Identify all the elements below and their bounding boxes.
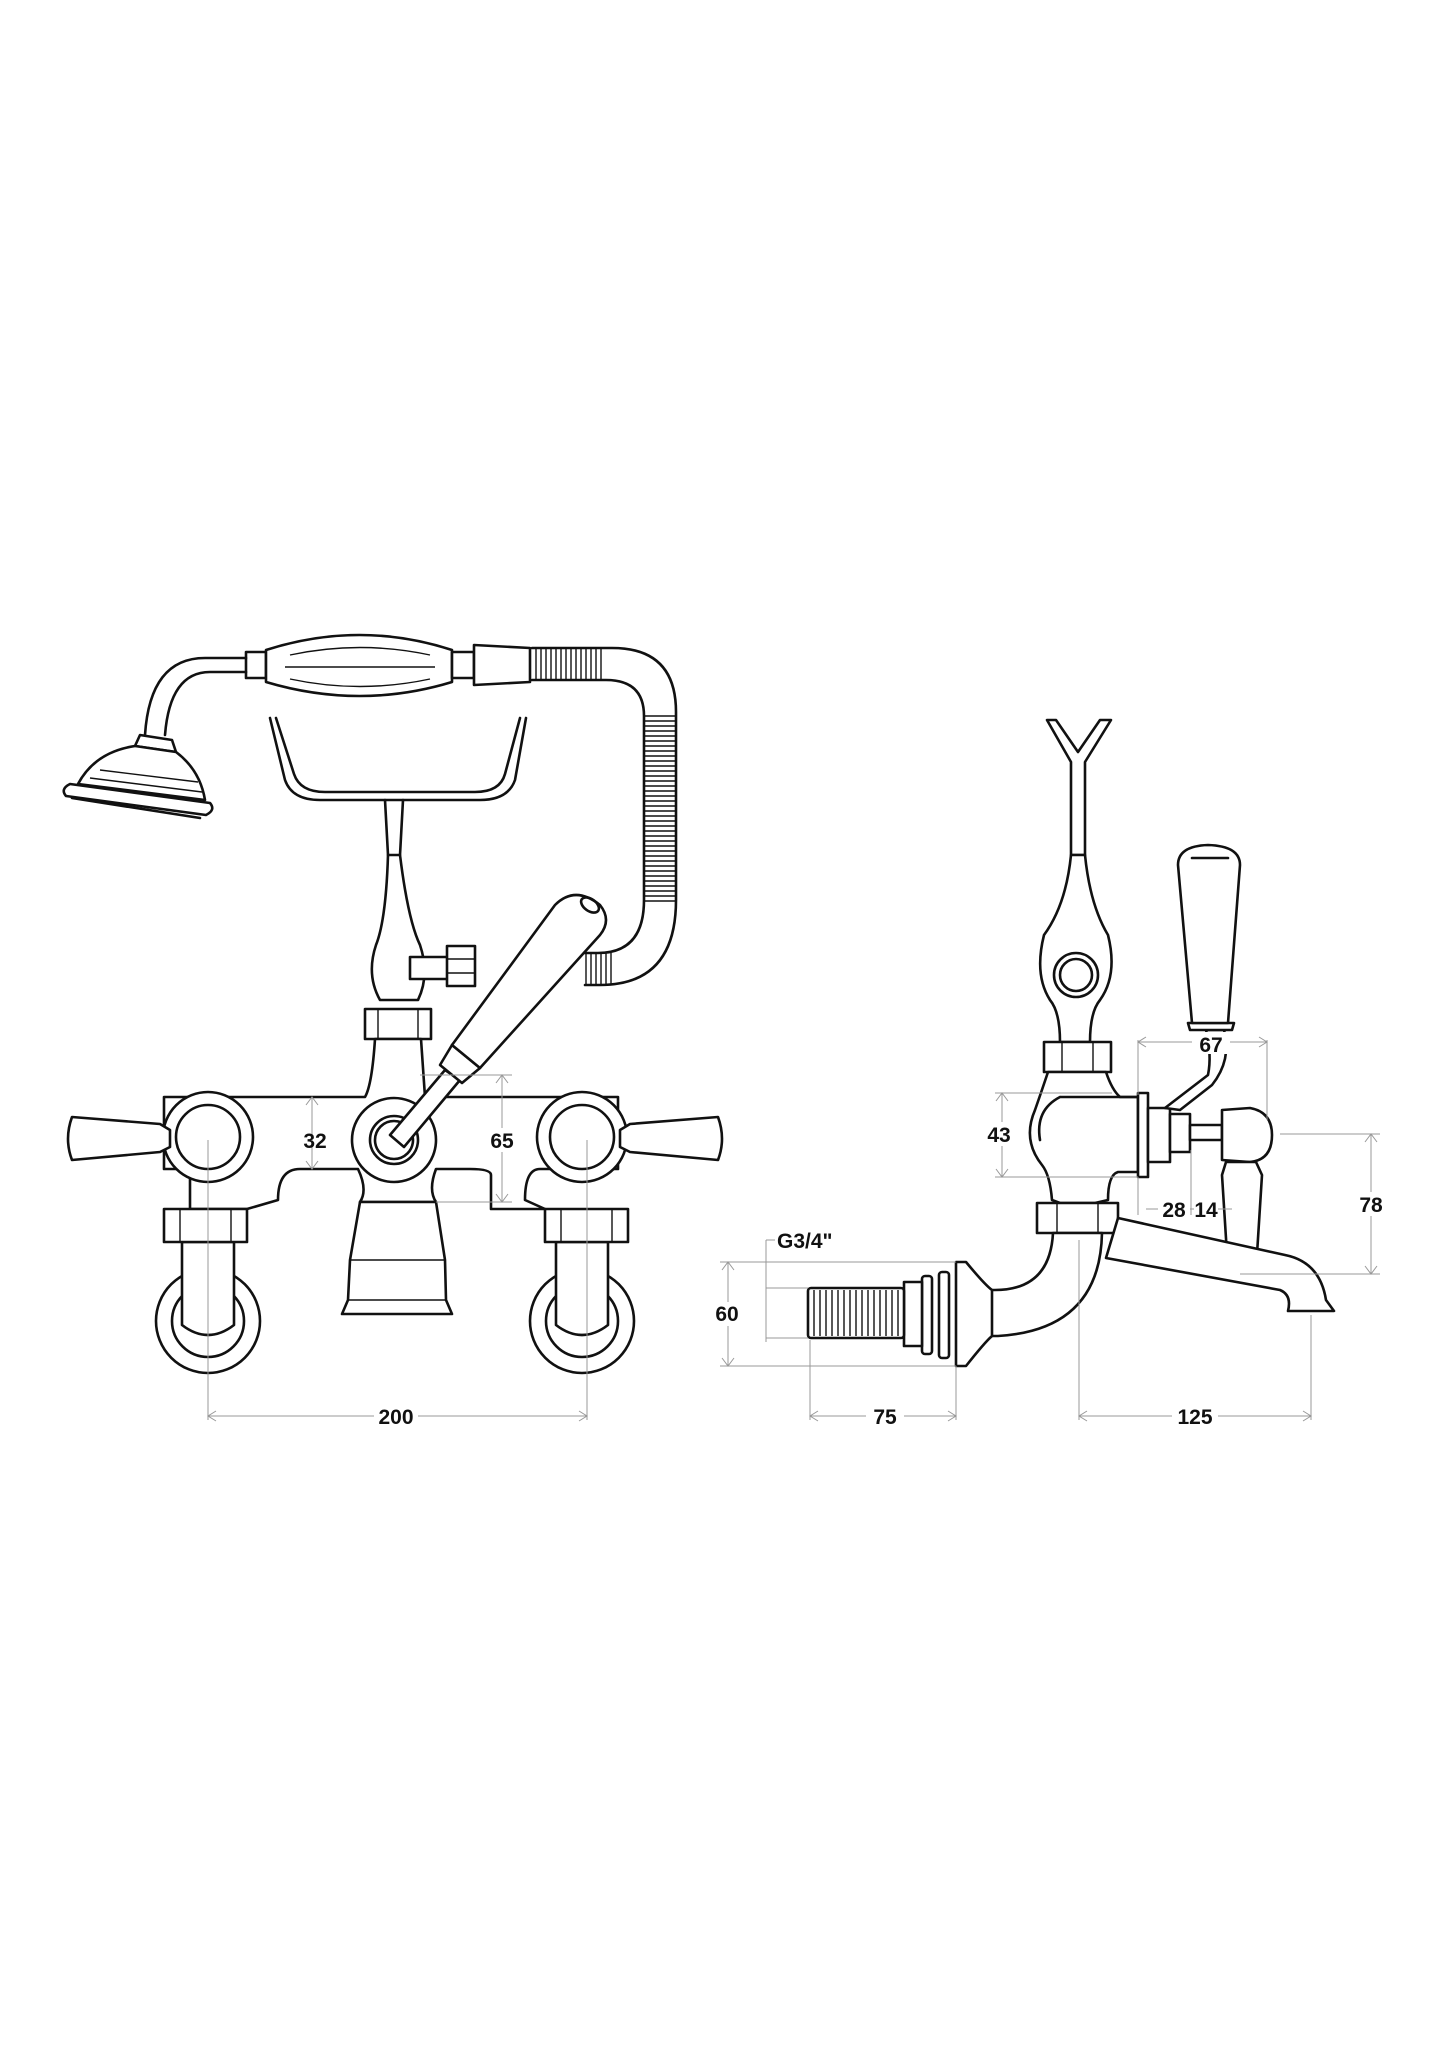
right-lever-handle — [618, 1115, 724, 1162]
dim-handle-height: 78 — [1359, 1194, 1383, 1217]
top-nut — [1042, 1040, 1113, 1074]
front-dimensions: 32 65 200 — [207, 1074, 588, 1429]
dim-spindle-b: 14 — [1194, 1199, 1218, 1222]
bath-spout — [1104, 1216, 1336, 1313]
diverter-lever — [388, 893, 608, 1149]
dim-flange: 60 — [715, 1303, 738, 1326]
dim-lever-height: 65 — [490, 1130, 514, 1153]
dim-spout-reach: 125 — [1177, 1406, 1212, 1429]
shower-head — [62, 656, 248, 820]
dim-lever-reach: 67 — [1199, 1034, 1222, 1057]
dim-body-height-side: 43 — [987, 1124, 1010, 1147]
side-view: 67 43 28 14 78 G3/4" 60 75 125 — [708, 718, 1390, 1429]
right-wall-connector — [528, 1207, 636, 1375]
wall-fixing — [806, 1260, 994, 1368]
cradle-side — [1038, 718, 1113, 1044]
dim-centres: 200 — [378, 1406, 413, 1429]
mixer-body — [161, 1037, 629, 1211]
front-view: 32 65 200 — [62, 633, 724, 1429]
shower-handset-grip — [244, 633, 532, 698]
side-body — [1028, 1070, 1274, 1205]
dim-body-height: 32 — [303, 1130, 326, 1153]
elbow-pipe — [988, 1231, 1104, 1338]
spout-base — [340, 1200, 454, 1316]
riser-stem — [363, 853, 477, 1041]
handset-cradle — [268, 716, 528, 857]
side-dimensions: 67 43 28 14 78 G3/4" 60 75 125 — [708, 1032, 1390, 1429]
shower-hose — [530, 646, 678, 987]
bottom-nut — [1035, 1201, 1120, 1235]
dim-thread: G3/4" — [777, 1230, 832, 1253]
dim-wall-projection: 75 — [873, 1406, 897, 1429]
dim-spindle-a: 28 — [1162, 1199, 1186, 1222]
left-lever-handle — [66, 1115, 172, 1162]
side-lever-handle — [1163, 843, 1242, 1112]
